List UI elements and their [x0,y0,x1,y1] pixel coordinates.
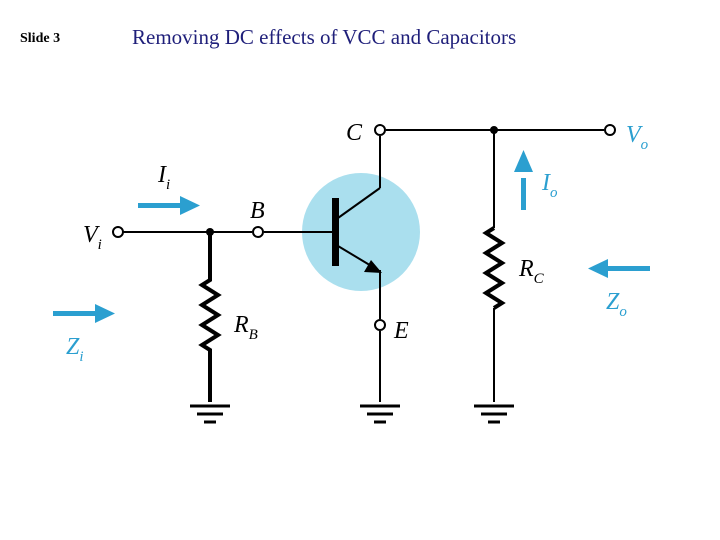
emitter-arrow-icon [364,260,382,273]
base-junction-dot [206,228,214,236]
base-terminal [252,226,264,238]
collector-label: C [346,120,363,146]
output-current-arrow-icon [514,150,533,210]
input-current-arrow-icon [138,196,200,215]
emitter-terminal [374,319,386,331]
ground-icon [360,404,400,424]
slide-title: Removing DC effects of VCC and Capacitor… [132,25,517,49]
input-terminal [112,226,124,238]
collector-terminal [374,124,386,136]
transistor-base-bar [332,198,339,266]
output-terminal [604,124,616,136]
output-voltage-label: Vo [626,122,649,153]
ground-icon [190,404,230,424]
input-current-label: Ii [157,162,170,193]
ground-icon [474,404,514,424]
output-current-label: Io [541,170,558,201]
collector-resistor [482,226,506,310]
input-voltage-label: Vi [83,222,102,253]
input-impedance-label: Zi [66,334,84,365]
collector-resistor-label: RC [518,256,545,287]
input-impedance-arrow-icon [53,304,115,323]
base-resistor [198,232,222,402]
emitter-label: E [393,318,409,344]
collector-lead [337,187,381,219]
collector-junction-dot [490,126,498,134]
base-label: B [250,198,265,224]
output-impedance-arrow-icon [588,259,650,278]
output-impedance-label: Zo [606,289,627,320]
base-resistor-label: RB [233,312,258,343]
transistor-highlight [302,173,420,291]
slide-number: Slide 3 [20,31,61,46]
